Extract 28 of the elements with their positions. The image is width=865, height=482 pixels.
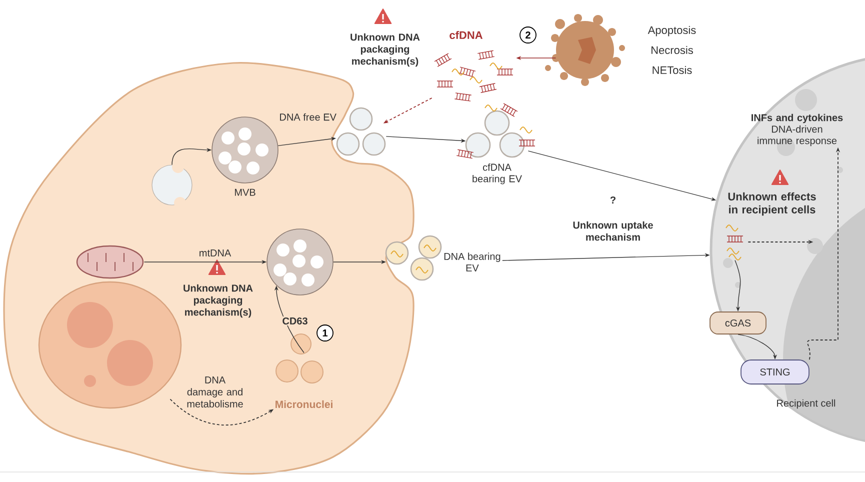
- vesicle-drawing: DNA free EV: [280, 107, 386, 156]
- step-number: 1: [316, 324, 334, 342]
- node-label: DNA free EV: [280, 113, 336, 121]
- vesicle-drawing: cfDNA bearing EV: [456, 103, 536, 184]
- note-text: Unknown effects in recipient cells: [728, 192, 816, 216]
- edge-label: DNA damage and metabolisme: [183, 376, 247, 408]
- sting-box: STING: [740, 360, 810, 384]
- note-text: ?: [610, 196, 616, 204]
- mvb-drawing: [266, 228, 334, 296]
- step-number: 2: [520, 26, 536, 44]
- mvb-drawing: MVB: [212, 116, 278, 196]
- node-label: cfDNA bearing EV: [472, 163, 522, 184]
- dna-fragments-drawing: [726, 224, 744, 260]
- nucleus-drawing: [38, 281, 182, 409]
- mitochondrion-drawing: [76, 245, 144, 279]
- cgas-box: cGAS: [710, 312, 766, 334]
- node-label: MVB: [234, 188, 256, 196]
- note-text: Unknown DNA packaging mechanism(s): [350, 33, 420, 67]
- vesicle-drawing: DNA bearing EV: [385, 235, 500, 281]
- node-label: Apoptosis Necrosis NETosis: [648, 26, 696, 74]
- node-label: Micronuclei: [276, 400, 332, 408]
- response-text: INFs and cytokines DNA-driven immune response: [752, 114, 843, 146]
- note-text: Unknown DNA packaging mechanism(s): [184, 284, 253, 318]
- edge-label: mtDNA: [198, 248, 232, 258]
- dying-cell-drawing: Apoptosis Necrosis NETosis: [545, 14, 696, 86]
- note-text: Unknown uptake mechanism: [573, 221, 653, 241]
- cfdna-drawing: cfDNA: [434, 30, 514, 102]
- node-label: DNA bearing EV: [444, 252, 500, 272]
